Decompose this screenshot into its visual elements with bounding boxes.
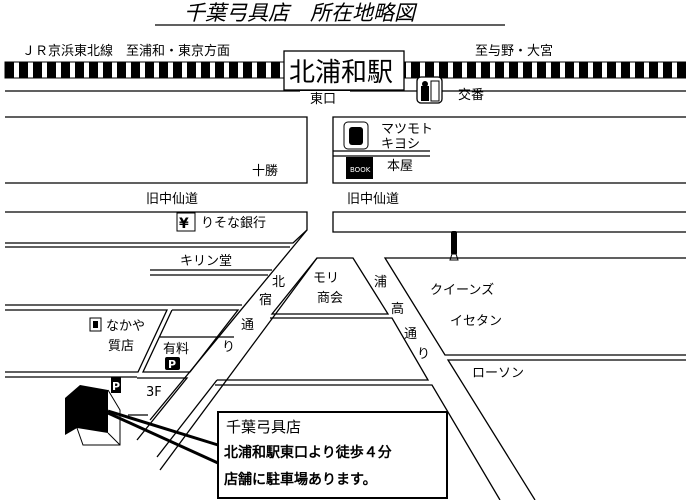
kitajuku-road-label-3: 通: [241, 318, 254, 333]
block-parking: [141, 309, 240, 373]
urawako-road-label-1: 浦: [374, 275, 387, 290]
store-building-icon: [65, 385, 121, 446]
block-top-left: [5, 116, 308, 184]
drugstore-icon: [343, 121, 369, 150]
paid-parking-label: 有料: [163, 342, 189, 357]
walk-time: 北浦和駅東口より徒歩４分: [224, 444, 392, 461]
kiyoshi-label: キヨシ: [381, 137, 420, 152]
road-edge: [156, 379, 218, 458]
block-center: [217, 317, 430, 381]
direction-right-label: 至与野・大宮: [475, 43, 553, 59]
station-box: [283, 50, 405, 91]
paid-parking-icon: P: [165, 357, 180, 371]
kitajuku-road-label-2: 宿: [259, 292, 272, 308]
block-top-right: [332, 116, 686, 184]
svg-text:¥: ¥: [179, 216, 189, 232]
urawako-road-label-4: り: [417, 347, 430, 362]
east-exit-bg: [300, 91, 350, 107]
store-parking-icon: P: [111, 377, 121, 393]
resona-label: りそな銀行: [201, 216, 266, 231]
paid-parking-symbol: P: [168, 358, 176, 371]
pawnshop-icon: [89, 317, 102, 332]
block-lower-center: [215, 384, 501, 500]
book-icon: BOOK: [346, 157, 373, 179]
block-nakaya: [5, 309, 169, 373]
block-right-mid: [332, 211, 686, 233]
bank-icon: ¥: [176, 212, 196, 232]
pointer-line: [107, 409, 219, 447]
block-3f: [136, 377, 189, 441]
lawson-label: ローソン: [472, 366, 524, 381]
floor-label: 3F: [146, 385, 162, 400]
nakaya-label: なかや: [106, 319, 145, 334]
store-parking-symbol: P: [112, 380, 120, 393]
kitajuku-road-label-1: 北: [272, 275, 285, 290]
matsumoto-label: マツモト: [381, 122, 433, 137]
urawako-road-label-2: 高: [391, 301, 404, 317]
rail-line-label: ＪＲ京浜東北線 至浦和・東京方面: [22, 43, 230, 59]
shichiten-label: 質店: [108, 339, 134, 354]
parking-note: 店舗に駐車場あります。: [224, 471, 377, 488]
shokai-label: 商会: [317, 291, 343, 306]
block-lawson: [446, 359, 686, 500]
map-title: 千葉弓具店 所在地略図: [184, 1, 418, 25]
bookstore-label: 本屋: [387, 159, 413, 174]
police-box-label: 交番: [458, 87, 484, 103]
pointer-line: [107, 411, 219, 465]
book-icon-text: BOOK: [350, 166, 371, 174]
kitajuku-road-label-4: り: [222, 340, 235, 355]
kitajuku-road-edge-left: [149, 229, 308, 421]
kyu-nakasendo-left: 旧中仙道: [146, 192, 198, 207]
east-exit-label: 東口: [310, 91, 336, 107]
queens-label: クイーンズ: [430, 282, 494, 298]
shop-name: 千葉弓具店: [226, 418, 301, 436]
urawako-road-label-3: 通: [404, 327, 417, 342]
police-box-icon: [416, 76, 443, 104]
block-queens: [383, 257, 686, 356]
block-mori: [270, 257, 390, 315]
station-name: 北浦和駅: [289, 58, 393, 88]
tokachi-label: 十勝: [252, 164, 278, 179]
traffic-light-icon: [449, 231, 459, 261]
mori-label: モリ: [313, 271, 339, 286]
isetan-label: イセタン: [450, 314, 502, 329]
info-box: [217, 411, 448, 499]
kirindo-label: キリン堂: [180, 254, 232, 269]
kyu-nakasendo-right: 旧中仙道: [347, 192, 399, 207]
